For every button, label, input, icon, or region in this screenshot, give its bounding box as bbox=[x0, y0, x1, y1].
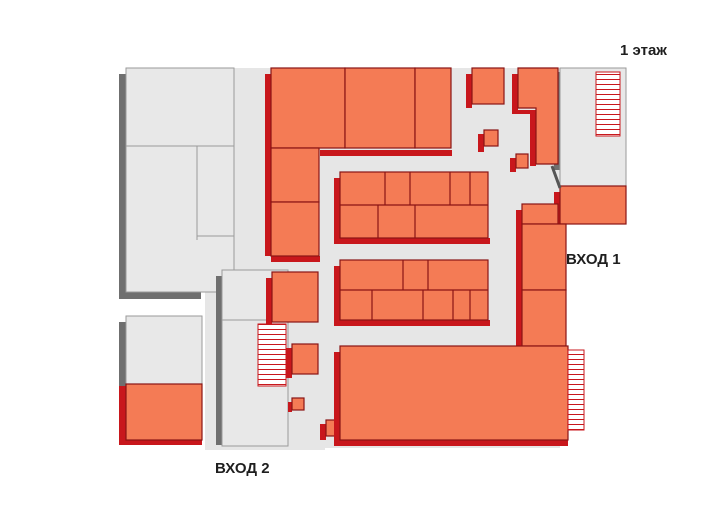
unit-small[interactable] bbox=[466, 67, 505, 108]
unit-east-column[interactable] bbox=[516, 203, 567, 348]
unit-south-large[interactable] bbox=[334, 345, 569, 446]
unit-small[interactable] bbox=[478, 129, 499, 152]
entrance-1-gate bbox=[550, 165, 562, 189]
unit-small[interactable] bbox=[288, 397, 305, 412]
unit-south-west[interactable] bbox=[119, 383, 203, 445]
unit-west-middle[interactable] bbox=[266, 271, 319, 326]
unit-small[interactable] bbox=[510, 153, 529, 172]
free-unit[interactable] bbox=[119, 67, 235, 299]
floor-label: 1 этаж bbox=[620, 42, 667, 59]
entrance-2-label: ВХОД 2 bbox=[215, 460, 270, 477]
unit-small[interactable] bbox=[286, 343, 319, 378]
occupied-units bbox=[119, 67, 627, 446]
unit-east-entrance[interactable] bbox=[554, 185, 627, 228]
entrance-1-label: ВХОД 1 bbox=[566, 251, 621, 268]
unit-north-east[interactable] bbox=[512, 67, 559, 166]
unit-island-2[interactable] bbox=[334, 259, 490, 326]
stairs bbox=[257, 71, 621, 431]
unit-island-1[interactable] bbox=[334, 171, 490, 244]
unit-block-north[interactable] bbox=[265, 67, 452, 262]
